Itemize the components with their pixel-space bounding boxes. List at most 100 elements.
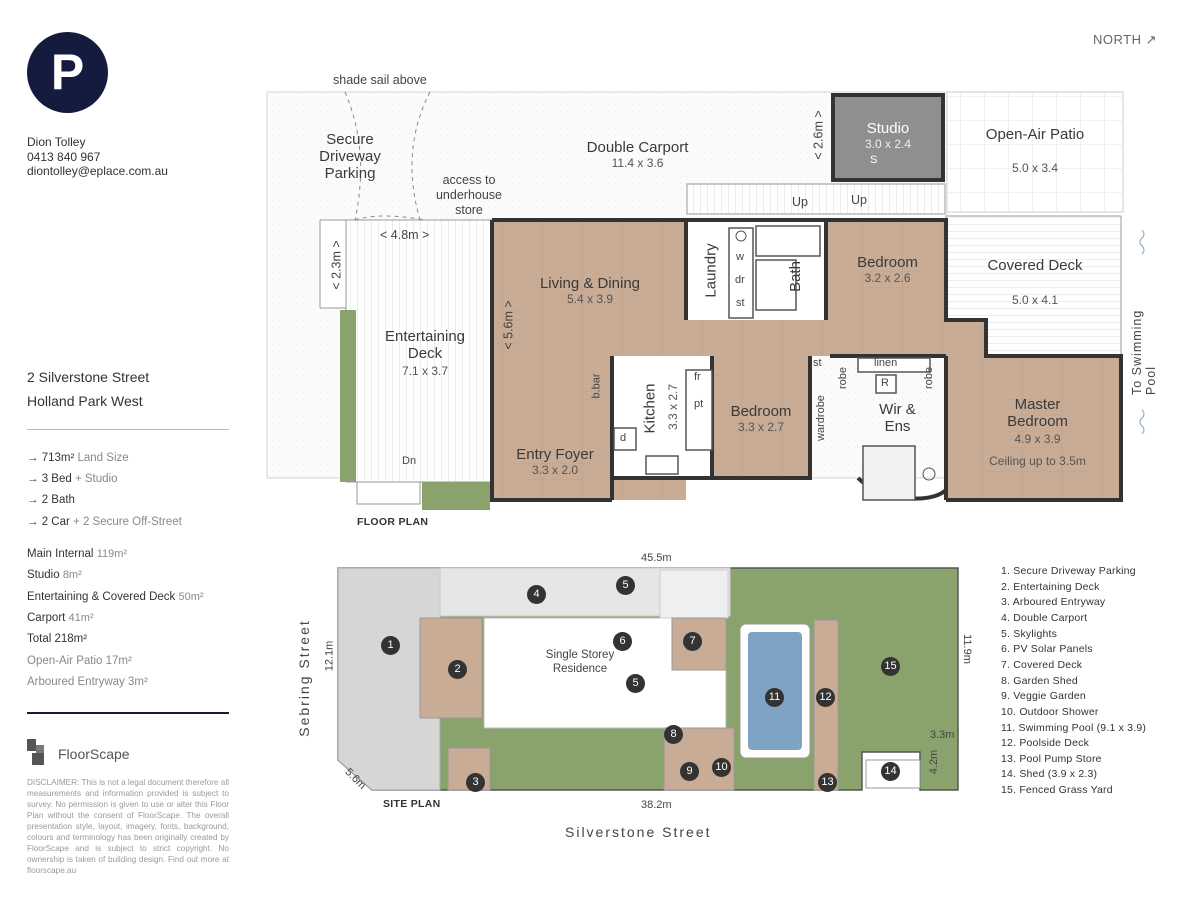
- dim-2-3m: < 2.3m >: [329, 240, 344, 290]
- area-studio: Studio 8m²: [27, 569, 82, 581]
- stair-up-1: Up: [792, 195, 808, 209]
- room-carport-dim: 11.4 x 3.6: [611, 156, 664, 170]
- area-value: 8m²: [62, 569, 82, 581]
- feature-main: 3 Bed: [41, 473, 75, 485]
- floorscape-name: FloorScape: [58, 746, 130, 762]
- marker-14: 14: [881, 762, 900, 781]
- stair-dn: Dn: [402, 455, 417, 467]
- label-r: R: [881, 377, 889, 389]
- area-patio: Open-Air Patio 17m²: [27, 655, 132, 667]
- dim-5-6m: < 5.6m >: [501, 300, 516, 350]
- room-covered-deck: Covered Deck: [987, 257, 1083, 274]
- room-wir: Wir & Ens: [879, 401, 916, 435]
- feature-land: → 713m² Land Size: [27, 452, 129, 464]
- address-line2: Holland Park West: [27, 393, 143, 409]
- room-bedroom1-dim: 3.2 x 2.6: [864, 271, 911, 285]
- label-d: d: [620, 432, 627, 444]
- label-fr: fr: [694, 371, 701, 383]
- label-bbar: b.bar: [590, 373, 603, 399]
- logo-letter: P: [50, 44, 85, 100]
- room-laundry: Laundry: [702, 243, 720, 298]
- feature-sec: Land Size: [77, 452, 129, 464]
- legend-item: 14. Shed (3.9 x 2.3): [1001, 768, 1098, 780]
- area-entryway: Arboured Entryway 3m²: [27, 676, 148, 688]
- label-linen: linen: [874, 357, 898, 369]
- feature-sec: + Studio: [74, 473, 118, 485]
- legend-item: 1. Secure Driveway Parking: [1001, 565, 1136, 577]
- feature-bath: → 2 Bath: [27, 494, 75, 506]
- feature-main: 2 Bath: [41, 494, 75, 506]
- room-bedroom2: Bedroom: [730, 403, 792, 420]
- room-ent-deck: Entertaining Deck: [384, 328, 466, 362]
- room-master-dim: 4.9 x 3.9: [1014, 432, 1061, 446]
- room-ent-deck-dim: 7.1 x 3.7: [401, 364, 449, 378]
- studio-s-label: S: [870, 154, 878, 166]
- feature-car: → 2 Car + 2 Secure Off-Street: [27, 516, 182, 528]
- legend-item: 10. Outdoor Shower: [1001, 706, 1099, 718]
- site-dim-shed-w: 3.3m: [930, 729, 955, 741]
- legend-item: 15. Fenced Grass Yard: [1001, 784, 1113, 796]
- dim-2-6m: < 2.6m >: [811, 110, 826, 160]
- room-studio-dim: 3.0 x 2.4: [864, 137, 912, 151]
- marker-12: 12: [816, 688, 835, 707]
- disclaimer: DISCLAIMER: This is not a legal document…: [27, 778, 229, 875]
- access-label: access to underhouse store: [435, 173, 503, 217]
- area-total: Total 218m²: [27, 633, 88, 645]
- room-living: Living & Dining: [539, 275, 641, 292]
- marker-15: 15: [881, 657, 900, 676]
- area-value: 41m²: [68, 612, 94, 624]
- legend-item: 3. Arboured Entryway: [1001, 596, 1106, 608]
- marker-10: 10: [712, 758, 731, 777]
- label-robe1: robe: [837, 366, 850, 390]
- feature-main: 713m²: [41, 452, 78, 464]
- divider-navy: [27, 712, 229, 714]
- area-main: Main Internal 119m²: [27, 548, 127, 560]
- shade-sail-label: shade sail above: [333, 73, 427, 87]
- marker-1: 1: [381, 636, 400, 655]
- legend-item: 5. Skylights: [1001, 628, 1058, 640]
- address-line1: 2 Silverstone Street: [27, 369, 150, 385]
- marker-4: 4: [527, 585, 546, 604]
- room-bedroom2-dim: 3.3 x 2.7: [737, 420, 785, 434]
- area-carport: Carport 41m²: [27, 612, 94, 624]
- room-master: Master Bedroom: [1007, 396, 1068, 430]
- room-studio: Studio: [866, 120, 910, 137]
- residence-label: Single Storey Residence: [545, 649, 615, 675]
- divider: [27, 429, 229, 430]
- north-indicator: NORTH ↗: [1093, 32, 1157, 47]
- room-bath: Bath: [786, 261, 804, 292]
- label-w: w: [736, 251, 744, 263]
- marker-9: 9: [680, 762, 699, 781]
- legend-item: 12. Poolside Deck: [1001, 737, 1090, 749]
- site-dim-top: 45.5m: [641, 552, 672, 564]
- marker-6: 6: [613, 632, 632, 651]
- label-pt: pt: [694, 398, 704, 410]
- pool-direction: To Swimming Pool: [1130, 309, 1158, 395]
- marker-5a: 5: [616, 576, 635, 595]
- room-bedroom1: Bedroom: [857, 254, 918, 271]
- label-st: st: [736, 297, 745, 309]
- room-secure-parking: Secure Driveway Parking: [319, 131, 381, 182]
- room-patio: Open-Air Patio: [985, 126, 1085, 143]
- agent-email: diontolley@eplace.com.au: [27, 164, 168, 178]
- floor-plan-caption: FLOOR PLAN: [357, 516, 429, 528]
- legend-item: 11. Swimming Pool (9.1 x 3.9): [1001, 722, 1147, 734]
- area-label: Studio: [27, 569, 63, 581]
- dim-4-8m: < 4.8m >: [380, 228, 430, 242]
- floorscape-logo-icon: [27, 739, 44, 765]
- legend-item: 8. Garden Shed: [1001, 675, 1078, 687]
- street-bottom: Silverstone Street: [565, 824, 712, 840]
- label-wardrobe: wardrobe: [814, 395, 827, 441]
- brand-logo: P: [27, 32, 108, 113]
- marker-7: 7: [683, 632, 702, 651]
- agent-phone: 0413 840 967: [27, 150, 101, 164]
- room-master-note: Ceiling up to 3.5m: [989, 454, 1086, 468]
- area-deck: Entertaining & Covered Deck 50m²: [27, 591, 204, 603]
- feature-main: 2 Car: [41, 516, 74, 528]
- marker-5b: 5: [626, 674, 645, 693]
- site-dim-bottom: 38.2m: [641, 799, 672, 811]
- label-robe2: robe: [923, 366, 936, 390]
- marker-8: 8: [664, 725, 683, 744]
- marker-2: 2: [448, 660, 467, 679]
- label-st2: st: [813, 357, 822, 369]
